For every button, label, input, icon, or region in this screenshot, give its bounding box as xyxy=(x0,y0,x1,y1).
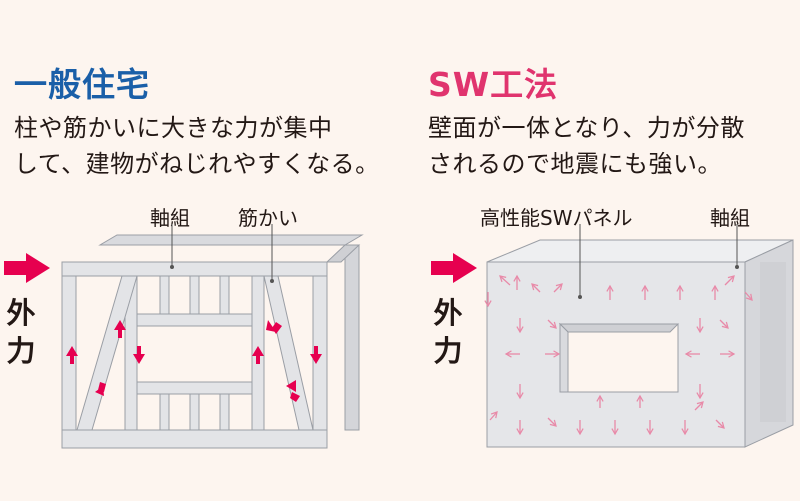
leader-dot xyxy=(578,295,582,299)
external-force-label-right: 外 力 xyxy=(433,296,463,368)
arrow-diagonal-icon xyxy=(95,382,106,396)
arrow-up-icon xyxy=(252,346,264,364)
arrow-down-icon xyxy=(310,346,322,364)
label-frame-left: 軸組 xyxy=(150,206,190,230)
external-force-arrow-left xyxy=(4,253,50,283)
external-force-label-left: 外 力 xyxy=(6,296,36,368)
leader-dot xyxy=(270,279,274,283)
description-line: 壁面が一体となり、力が分散 xyxy=(428,114,745,142)
arrow-down-icon xyxy=(133,346,145,364)
description-general-house: 柱や筋かいに大きな力が集中 して、建物がねじれやすくなる。 xyxy=(14,110,380,182)
label-frame-right: 軸組 xyxy=(710,206,750,230)
external-force-arrow-right xyxy=(431,253,477,283)
arrow-up-icon xyxy=(66,346,78,364)
arrow-diagonal-icon xyxy=(266,320,282,334)
leader-dot xyxy=(170,265,174,269)
arrow-up-icon xyxy=(114,320,126,338)
arrow-diagonal-icon xyxy=(286,380,300,402)
panel-sw-method xyxy=(486,239,794,448)
force-arrows-distributed xyxy=(484,274,753,436)
leader-dot xyxy=(735,265,739,269)
description-line: されるので地震にも強い。 xyxy=(428,150,722,178)
force-arrows-concentrated xyxy=(66,320,322,402)
label-sw-panel: 高性能SWパネル xyxy=(480,206,633,230)
description-line: 柱や筋かいに大きな力が集中 xyxy=(14,114,333,142)
label-brace: 筋かい xyxy=(238,206,298,230)
title-general-house: 一般住宅 xyxy=(14,65,150,104)
frame-general-house xyxy=(61,234,364,449)
description-sw-method: 壁面が一体となり、力が分散 されるので地震にも強い。 xyxy=(428,110,745,182)
title-sw-method: SW工法 xyxy=(428,65,559,104)
description-line: して、建物がねじれやすくなる。 xyxy=(14,150,380,178)
